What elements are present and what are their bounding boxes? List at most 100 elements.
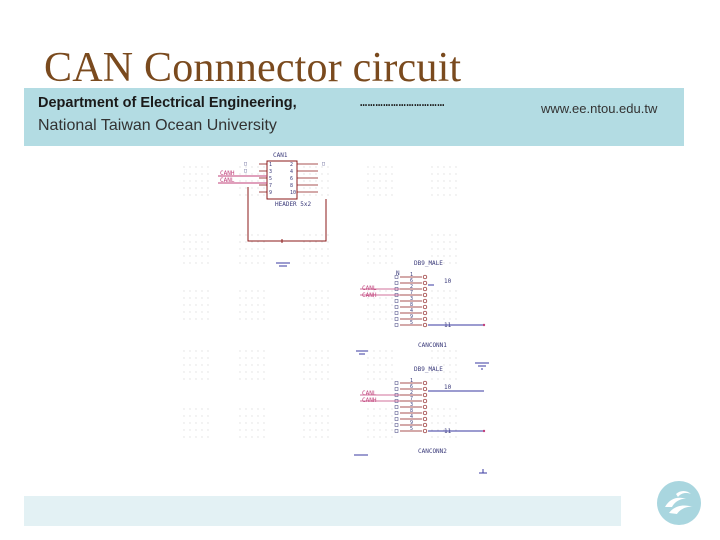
grid-dot [449,166,451,168]
grid-dot [195,304,197,306]
db9-connector-1: DB9_MALE N 10 11 CANCONN1 CANL CANH 1627… [356,260,489,370]
grid-dot [245,297,247,299]
grid-dot [315,262,317,264]
grid-dot [367,241,369,243]
grid-dot [309,422,311,424]
grid-dot [263,364,265,366]
grid-dot [379,436,381,438]
grid-dot [449,378,451,380]
grid-dot [327,234,329,236]
grid-dot [391,429,393,431]
grid-dot [449,357,451,359]
grid-dot [303,234,305,236]
grid-dot [379,415,381,417]
grid-dot [449,304,451,306]
grid-dot [309,318,311,320]
grid-dot [443,408,445,410]
grid-dot [207,350,209,352]
db9-2-pin-terminal [394,381,399,385]
db9-1-pin-label: 8 [410,302,413,308]
grid-dot [379,364,381,366]
grid-dot [257,422,259,424]
grid-dot [385,304,387,306]
grid-dot [251,166,253,168]
grid-dot [437,436,439,438]
grid-dot [391,234,393,236]
grid-dot [437,166,439,168]
grid-dot [431,436,433,438]
grid-dot [321,378,323,380]
grid-dot [367,180,369,182]
grid-dot [437,364,439,366]
db9-2-net-b-label: CANH [362,397,377,404]
grid-dot [321,194,323,196]
grid-dot [315,408,317,410]
grid-dot [195,311,197,313]
grid-dot [303,297,305,299]
grid-dot [239,166,241,168]
grid-dot [189,290,191,292]
grid-dot [449,180,451,182]
grid-dot [183,364,185,366]
grid-dot [195,318,197,320]
grid-dot [379,248,381,250]
grid-dot [431,241,433,243]
grid-dot [207,357,209,359]
ground-symbol-3 [475,362,489,370]
grid-dot [431,255,433,257]
db9-2-pin-label: 8 [410,408,413,414]
grid-dot [251,350,253,352]
grid-dot [195,173,197,175]
grid-dot [263,194,265,196]
grid-dot [391,297,393,299]
grid-dot [437,408,439,410]
grid-dot [245,262,247,264]
grid-dot [391,415,393,417]
grid-dot [431,248,433,250]
grid-dot [189,311,191,313]
grid-dot [257,255,259,257]
grid-dot [315,350,317,352]
dot-grid [183,166,457,438]
grid-dot [207,436,209,438]
grid-dot [207,297,209,299]
grid-dot [315,422,317,424]
grid-dot [367,378,369,380]
grid-dot [303,429,305,431]
grid-dot [315,311,317,313]
grid-dot [195,187,197,189]
grid-dot [257,311,259,313]
grid-dot [251,364,253,366]
grid-dot [245,311,247,313]
grid-dot [455,297,457,299]
grid-dot [195,422,197,424]
grid-dot [239,234,241,236]
grid-dot [373,262,375,264]
grid-dot [373,234,375,236]
grid-dot [201,166,203,168]
grid-dot [391,378,393,380]
grid-dot [257,166,259,168]
grid-dot [367,408,369,410]
grid-dot [239,422,241,424]
grid-dot [257,241,259,243]
grid-dot [239,436,241,438]
grid-dot [303,350,305,352]
grid-dot [443,415,445,417]
grid-dot [207,304,209,306]
grid-dot [207,255,209,257]
grid-dot [455,173,457,175]
grid-dot [303,371,305,373]
grid-dot [201,318,203,320]
grid-dot [431,357,433,359]
header-ref: CAN1 [273,152,288,159]
db9-2-wire-end [482,429,486,433]
grid-dot [263,234,265,236]
grid-dot [327,290,329,292]
grid-dot [257,187,259,189]
grid-dot [245,180,247,182]
grid-dot [195,364,197,366]
grid-dot [239,304,241,306]
grid-dot [239,371,241,373]
